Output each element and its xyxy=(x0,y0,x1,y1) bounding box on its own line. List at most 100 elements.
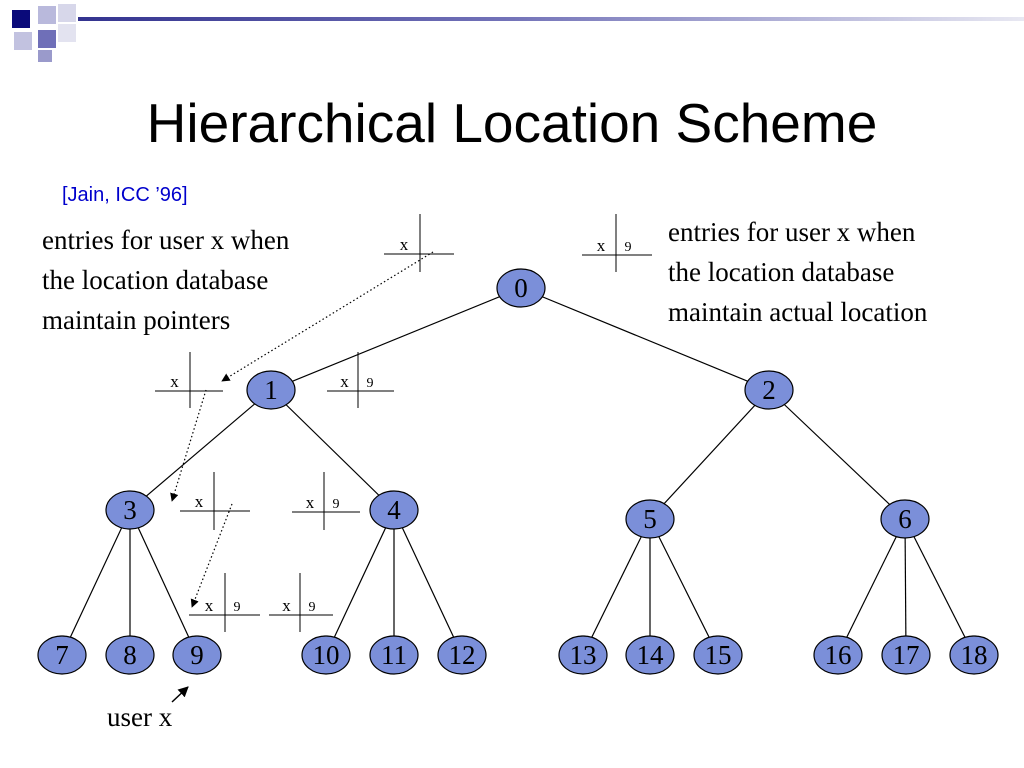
tree-node: 11 xyxy=(369,635,419,675)
table-key: x xyxy=(205,596,214,615)
tree-node: 7 xyxy=(37,635,87,675)
tree-edge xyxy=(904,518,907,656)
node-circle xyxy=(172,635,222,675)
table-key: x xyxy=(170,372,179,391)
node-circle xyxy=(693,635,743,675)
pointer-arrow xyxy=(190,503,233,608)
title-decoration-bar xyxy=(78,17,1024,21)
note-line: the location database xyxy=(668,257,895,287)
tree-node: 18 xyxy=(949,635,999,675)
tree-node: 15 xyxy=(693,635,743,675)
table-key: x xyxy=(195,492,204,511)
node-label: 17 xyxy=(893,640,920,670)
table-value: 9 xyxy=(367,376,374,391)
node-label: 9 xyxy=(190,640,204,670)
pointer-arrows xyxy=(170,251,434,703)
actual-location-entries-note: entries for user x when the location dat… xyxy=(668,212,927,332)
tree-edge xyxy=(649,389,770,520)
node-label: 6 xyxy=(898,504,912,534)
node-circle xyxy=(558,635,608,675)
node-label: 2 xyxy=(762,375,776,405)
tree-node: 14 xyxy=(625,635,675,675)
node-circle xyxy=(37,635,87,675)
tree-edge xyxy=(129,389,272,511)
tree-node: 17 xyxy=(881,635,931,675)
tree-edge xyxy=(129,509,198,656)
node-label: 10 xyxy=(313,640,340,670)
node-label: 12 xyxy=(449,640,476,670)
node-circle xyxy=(949,635,999,675)
pointer-arrow xyxy=(221,251,434,382)
tree-node: 5 xyxy=(625,499,675,539)
tree-edge xyxy=(270,287,522,391)
decoration-square xyxy=(12,10,30,28)
slide-title: Hierarchical Location Scheme xyxy=(146,92,878,154)
table-key: x xyxy=(282,596,291,615)
node-label: 8 xyxy=(123,640,137,670)
tree-node: 12 xyxy=(437,635,487,675)
node-label: 4 xyxy=(387,495,401,525)
tree-node: 6 xyxy=(880,499,930,539)
tree-node: 1 xyxy=(246,370,296,410)
tree-edge xyxy=(904,518,975,656)
table-key: x xyxy=(306,493,315,512)
node-circle xyxy=(625,635,675,675)
tree-edge xyxy=(520,287,770,391)
note-line: the location database xyxy=(42,265,269,295)
tree-edge xyxy=(837,518,906,656)
tree-node: 3 xyxy=(105,490,155,530)
node-circle xyxy=(625,499,675,539)
tree-edge xyxy=(582,518,651,656)
node-label: 0 xyxy=(514,273,528,303)
table-value: 9 xyxy=(309,600,316,615)
tree-node: 0 xyxy=(496,268,546,308)
node-label: 18 xyxy=(961,640,988,670)
location-table: x xyxy=(180,472,250,530)
node-circle xyxy=(105,635,155,675)
node-label: 11 xyxy=(381,640,407,670)
tree-edge xyxy=(270,389,395,511)
note-line: maintain pointers xyxy=(42,305,231,335)
node-label: 7 xyxy=(55,640,69,670)
tree-node: 10 xyxy=(301,635,351,675)
node-circle xyxy=(744,370,794,410)
note-line: maintain actual location xyxy=(668,297,928,327)
tree-node: 8 xyxy=(105,635,155,675)
table-key: x xyxy=(400,235,409,254)
tree-node: 9 xyxy=(172,635,222,675)
note-line: entries for user x when xyxy=(42,225,290,255)
table-value: 9 xyxy=(333,497,340,512)
user-arrow xyxy=(171,686,189,703)
node-circle xyxy=(369,635,419,675)
node-circle xyxy=(301,635,351,675)
citation: [Jain, ICC ’96] xyxy=(62,184,188,206)
decoration-square xyxy=(38,6,56,24)
node-label: 5 xyxy=(643,504,657,534)
node-circle xyxy=(105,490,155,530)
node-label: 13 xyxy=(570,640,597,670)
tree-edge xyxy=(61,509,131,656)
decoration-square xyxy=(14,32,32,50)
node-circle xyxy=(369,490,419,530)
node-circle xyxy=(813,635,863,675)
node-circle xyxy=(496,268,546,308)
location-table: x xyxy=(155,352,223,408)
node-circle xyxy=(880,499,930,539)
pointer-entries-note: entries for user x when the location dat… xyxy=(42,220,289,340)
tree-node: 4 xyxy=(369,490,419,530)
tree-edge xyxy=(393,509,463,656)
node-circle xyxy=(246,370,296,410)
node-label: 3 xyxy=(123,495,137,525)
tree-edges xyxy=(61,287,975,656)
node-label: 1 xyxy=(264,375,278,405)
location-table: x xyxy=(384,214,454,272)
table-value: 9 xyxy=(625,240,632,255)
decoration-square xyxy=(58,4,76,22)
tree-node: 13 xyxy=(558,635,608,675)
